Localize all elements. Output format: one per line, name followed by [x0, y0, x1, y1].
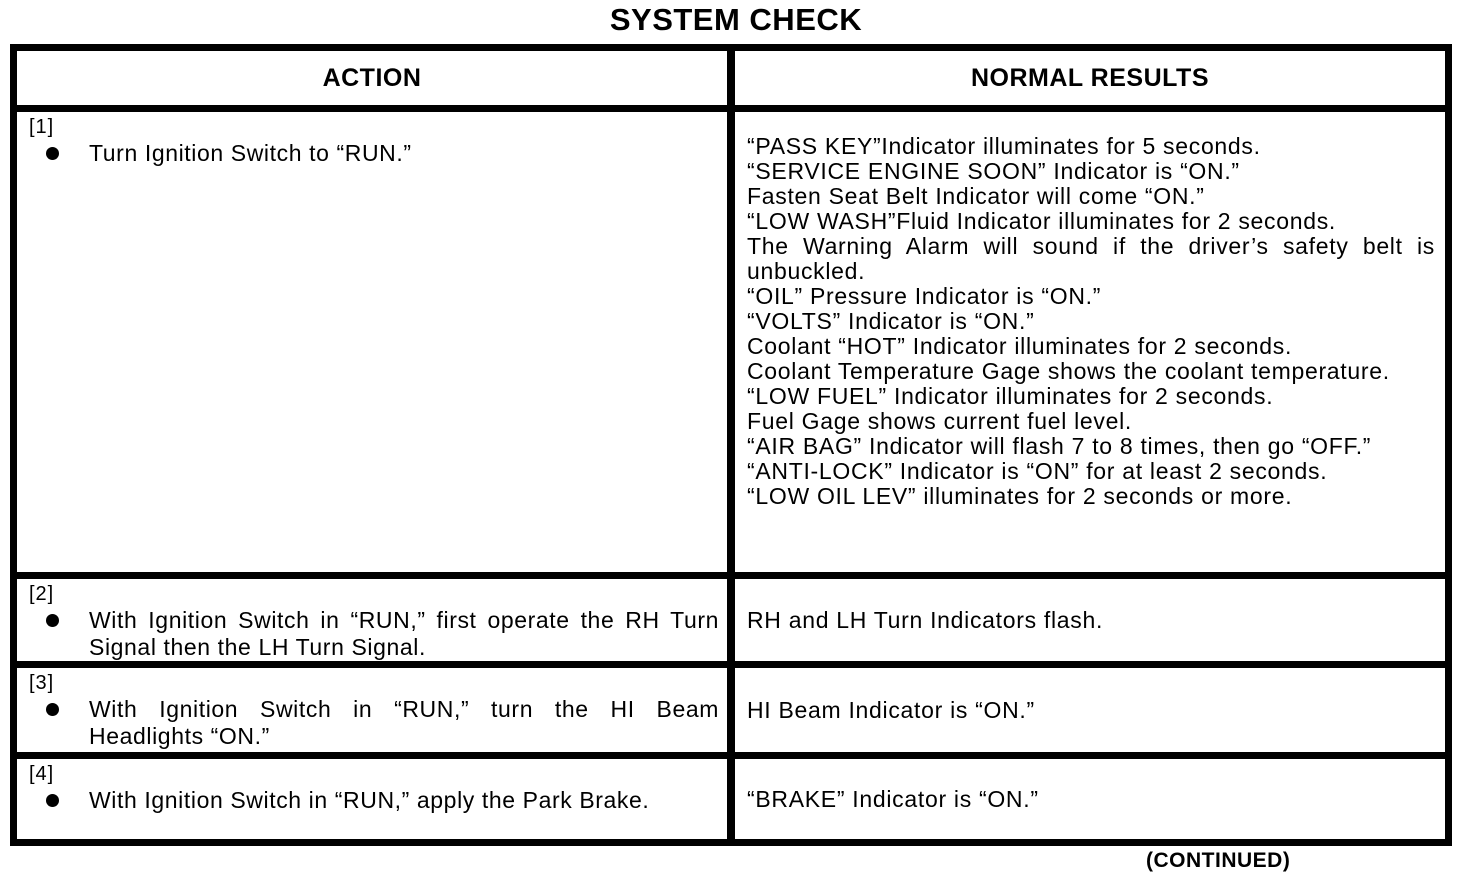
- action-cell-4: [4] With Ignition Switch in “RUN,” apply…: [17, 759, 735, 839]
- bullet-icon: [46, 614, 59, 627]
- step-number-1: [1]: [29, 116, 55, 138]
- continued-label: (CONTINUED): [1146, 849, 1291, 872]
- result-line: “LOW FUEL” Indicator illuminates for 2 s…: [747, 383, 1274, 409]
- result-line: Fuel Gage shows current fuel level.: [747, 408, 1133, 434]
- table-row-3: [3] With Ignition Switch in “RUN,” turn …: [17, 661, 1445, 752]
- column-header-action: ACTION: [17, 51, 735, 105]
- results-cell-1: “PASS KEY”Indicator illuminates for 5 se…: [735, 112, 1445, 572]
- system-check-table: ACTION NORMAL RESULTS [1] Turn Ignition …: [10, 44, 1452, 846]
- result-line: “AIR BAG” Indicator will flash 7 to 8 ti…: [747, 433, 1372, 459]
- bullet-icon: [46, 794, 59, 807]
- action-line: With Ignition Switch in “RUN,” turn the …: [29, 696, 719, 750]
- action-line: With Ignition Switch in “RUN,” apply the…: [29, 787, 719, 814]
- result-line: “LOW WASH”Fluid Indicator illuminates fo…: [747, 208, 1337, 234]
- action-cell-3: [3] With Ignition Switch in “RUN,” turn …: [17, 668, 735, 752]
- result-line: “VOLTS” Indicator is “ON.”: [747, 308, 1035, 334]
- results-cell-4: “BRAKE” Indicator is “ON.”: [735, 759, 1445, 839]
- result-line: HI Beam Indicator is “ON.”: [747, 696, 1035, 723]
- result-line: The Warning Alarm will sound if the driv…: [747, 233, 1435, 284]
- result-line: Fasten Seat Belt Indicator will come “ON…: [747, 183, 1205, 209]
- result-line: “PASS KEY”Indicator illuminates for 5 se…: [747, 133, 1261, 159]
- action-cell-2: [2] With Ignition Switch in “RUN,” first…: [17, 579, 735, 661]
- table-row-4: [4] With Ignition Switch in “RUN,” apply…: [17, 752, 1445, 839]
- results-cell-2: RH and LH Turn Indicators flash.: [735, 579, 1445, 661]
- action-text-3: With Ignition Switch in “RUN,” turn the …: [89, 696, 719, 749]
- column-header-results: NORMAL RESULTS: [970, 63, 1210, 92]
- action-cell-1: [1] Turn Ignition Switch to “RUN.”: [17, 112, 735, 572]
- step-number-2: [2]: [29, 583, 55, 605]
- action-line: With Ignition Switch in “RUN,” first ope…: [29, 607, 719, 661]
- result-line: Coolant Temperature Gage shows the coola…: [747, 358, 1390, 384]
- step-number-4: [4]: [29, 763, 55, 785]
- action-text-2: With Ignition Switch in “RUN,” first ope…: [89, 607, 719, 660]
- action-text-1: Turn Ignition Switch to “RUN.”: [89, 140, 412, 166]
- table-row-1: [1] Turn Ignition Switch to “RUN.” “PASS…: [17, 105, 1445, 572]
- result-line: “SERVICE ENGINE SOON” Indicator is “ON.”: [747, 158, 1240, 184]
- action-text-4: With Ignition Switch in “RUN,” apply the…: [89, 787, 650, 813]
- action-line: Turn Ignition Switch to “RUN.”: [29, 140, 719, 167]
- result-line: Coolant “HOT” Indicator illuminates for …: [747, 333, 1293, 359]
- result-line: “OIL” Pressure Indicator is “ON.”: [747, 283, 1102, 309]
- result-line: RH and LH Turn Indicators flash.: [747, 606, 1104, 633]
- page-title: SYSTEM CHECK: [609, 2, 863, 37]
- results-cell-3: HI Beam Indicator is “ON.”: [735, 668, 1445, 752]
- table-row-2: [2] With Ignition Switch in “RUN,” first…: [17, 572, 1445, 661]
- bullet-icon: [46, 703, 59, 716]
- bullet-icon: [46, 147, 59, 160]
- step-number-3: [3]: [29, 672, 55, 694]
- result-line: “ANTI-LOCK” Indicator is “ON” for at lea…: [747, 458, 1328, 484]
- result-line: “BRAKE” Indicator is “ON.”: [747, 785, 1039, 812]
- result-line: “LOW OIL LEV” illuminates for 2 seconds …: [747, 483, 1293, 509]
- table-header-row: ACTION NORMAL RESULTS: [17, 51, 1445, 105]
